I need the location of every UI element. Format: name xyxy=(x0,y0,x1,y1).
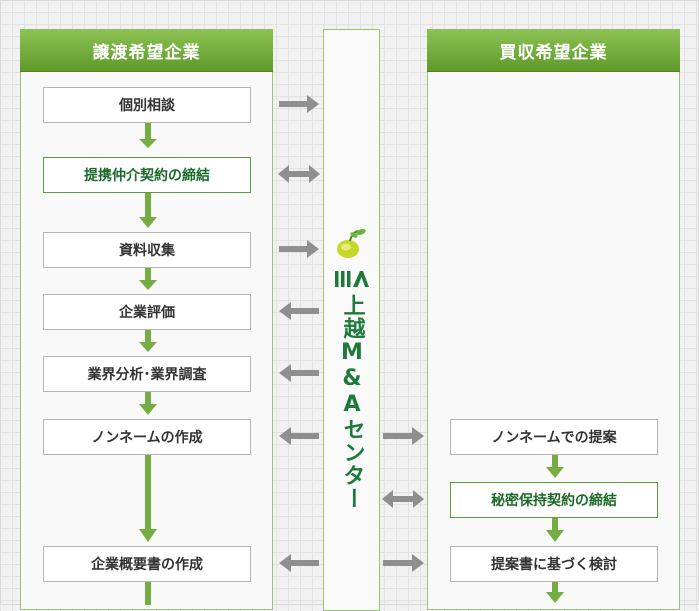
right-arrow-icon xyxy=(279,95,319,113)
down-arrow-icon xyxy=(139,455,157,542)
down-arrow-icon xyxy=(139,268,157,290)
left-arrow-icon xyxy=(279,554,319,572)
down-arrow-icon xyxy=(139,123,157,148)
left-step-5: 業界分析･業界調査 xyxy=(43,356,251,392)
right-arrow-icon xyxy=(279,240,319,258)
left-step-6: ノンネームの作成 xyxy=(43,419,251,455)
left-step-4: 企業評価 xyxy=(43,294,251,330)
left-step-7: 企業概要書の作成 xyxy=(43,546,251,582)
right-step-2: 秘密保持契約の締結 xyxy=(450,482,658,518)
down-arrow-icon xyxy=(546,455,564,478)
down-arrow-icon xyxy=(139,330,157,352)
down-arrow-icon xyxy=(139,392,157,415)
seller-column-title: 譲渡希望企業 xyxy=(20,29,273,72)
buyer-column-title: 買収希望企業 xyxy=(427,29,680,72)
left-step-1: 個別相談 xyxy=(43,87,251,123)
down-arrow-icon xyxy=(546,582,564,603)
right-arrow-icon xyxy=(383,427,424,445)
left-step-2: 提携仲介契約の締結 xyxy=(43,157,251,193)
company-mark-icon xyxy=(335,271,369,287)
center-name: 上越M&Aセンター xyxy=(339,294,365,510)
right-arrow-icon xyxy=(383,554,424,572)
left-arrow-icon xyxy=(279,427,319,445)
down-line xyxy=(145,582,151,605)
double-arrow-icon xyxy=(382,490,424,508)
left-arrow-icon xyxy=(279,302,319,320)
sprout-logo-icon xyxy=(337,229,366,258)
right-step-1: ノンネームでの提案 xyxy=(450,419,658,455)
right-step-3: 提案書に基づく検討 xyxy=(450,546,658,582)
double-arrow-icon xyxy=(278,165,320,183)
down-arrow-icon xyxy=(139,193,157,228)
left-arrow-icon xyxy=(279,364,319,382)
left-step-3: 資料収集 xyxy=(43,232,251,268)
center-column: 上越M&Aセンター xyxy=(323,29,380,611)
down-arrow-icon xyxy=(546,518,564,542)
